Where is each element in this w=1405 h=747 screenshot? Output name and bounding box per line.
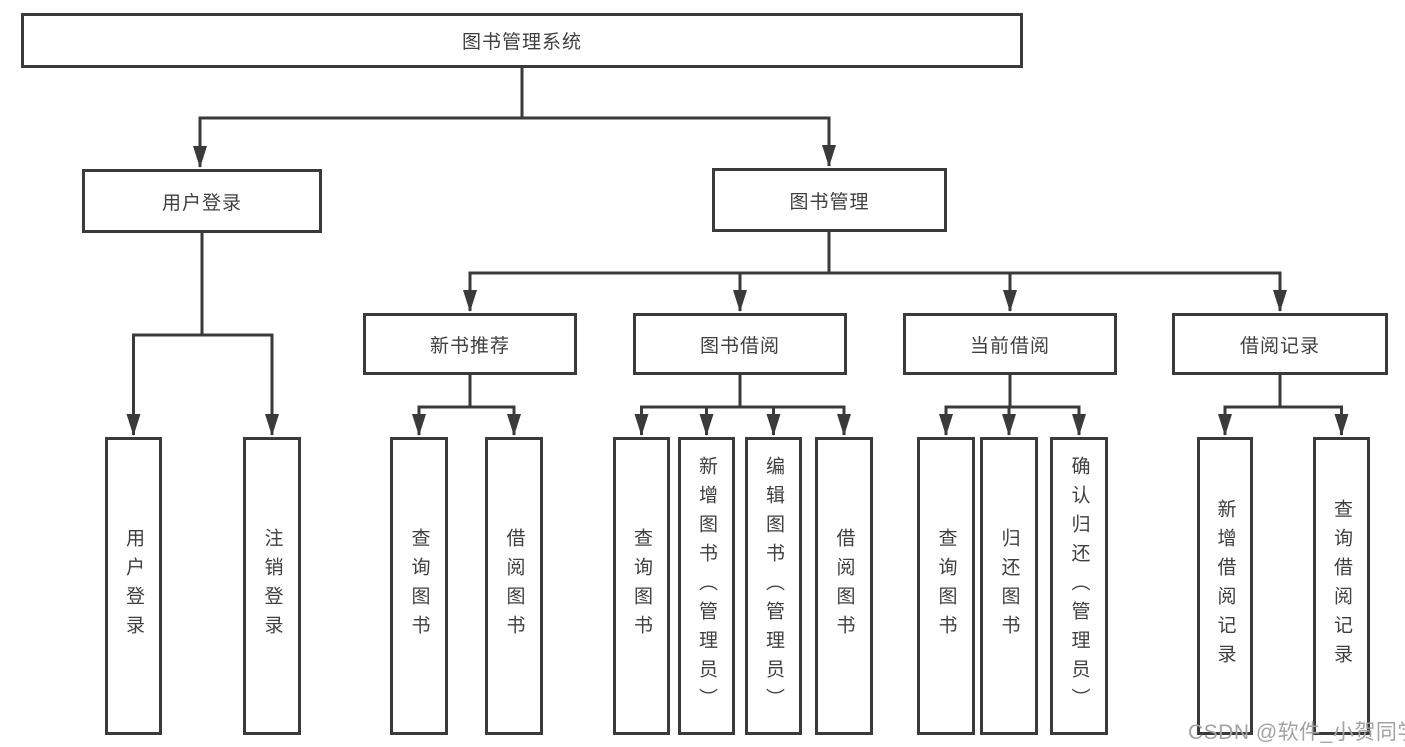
leaf-record-add-borrow-record: 新增借阅记录 (1197, 437, 1253, 735)
node-book-management: 图书管理 (712, 168, 947, 232)
leaf-current-query-books-label: 查询图书 (935, 528, 957, 644)
leaf-current-return-books-label: 归还图书 (998, 528, 1020, 644)
leaf-newbook-borrow-books: 借阅图书 (485, 437, 543, 735)
node-book-borrow: 图书借阅 (633, 313, 847, 375)
leaf-borrow-query-books: 查询图书 (613, 437, 670, 735)
node-root: 图书管理系统 (21, 13, 1023, 68)
node-borrow-record: 借阅记录 (1172, 313, 1388, 375)
node-book-management-label: 图书管理 (789, 191, 870, 213)
node-new-book-recommend: 新书推荐 (363, 313, 577, 375)
leaf-logout-label: 注销登录 (261, 528, 283, 644)
node-new-book-recommend-label: 新书推荐 (429, 335, 510, 357)
leaf-borrow-borrow-books: 借阅图书 (815, 437, 873, 735)
leaf-current-confirm-return-admin-label: 确认归还（管理员） (1068, 455, 1090, 717)
leaf-record-add-borrow-record-label: 新增借阅记录 (1214, 499, 1236, 673)
leaf-current-confirm-return-admin: 确认归还（管理员） (1050, 437, 1108, 735)
node-borrow-record-label: 借阅记录 (1239, 335, 1320, 357)
leaf-current-query-books: 查询图书 (917, 437, 975, 735)
leaf-borrow-add-books-admin-label: 新增图书（管理员） (696, 455, 717, 717)
leaf-newbook-query-books: 查询图书 (390, 437, 448, 735)
node-book-borrow-label: 图书借阅 (699, 335, 780, 357)
node-current-borrow-label: 当前借阅 (969, 335, 1050, 357)
leaf-user-login: 用户登录 (105, 437, 162, 735)
leaf-record-query-borrow-record-label: 查询借阅记录 (1331, 499, 1352, 673)
watermark: CSDN @软件_小贺同学 (1188, 721, 1405, 744)
leaf-borrow-edit-books-admin-label: 编辑图书（管理员） (763, 455, 784, 717)
node-current-borrow: 当前借阅 (903, 313, 1117, 375)
node-root-label: 图书管理系统 (461, 32, 582, 53)
leaf-newbook-query-books-label: 查询图书 (408, 528, 430, 644)
leaf-logout: 注销登录 (243, 437, 301, 735)
leaf-record-query-borrow-record: 查询借阅记录 (1313, 437, 1370, 735)
leaf-current-return-books: 归还图书 (980, 437, 1038, 735)
leaf-borrow-query-books-label: 查询图书 (631, 528, 652, 644)
leaf-user-login-label: 用户登录 (123, 528, 144, 644)
node-user-login-label: 用户登录 (161, 192, 242, 214)
leaf-newbook-borrow-books-label: 借阅图书 (503, 528, 525, 644)
node-user-login: 用户登录 (82, 169, 322, 233)
leaf-borrow-edit-books-admin: 编辑图书（管理员） (745, 437, 802, 735)
leaf-borrow-borrow-books-label: 借阅图书 (833, 528, 855, 644)
leaf-borrow-add-books-admin: 新增图书（管理员） (678, 437, 735, 735)
